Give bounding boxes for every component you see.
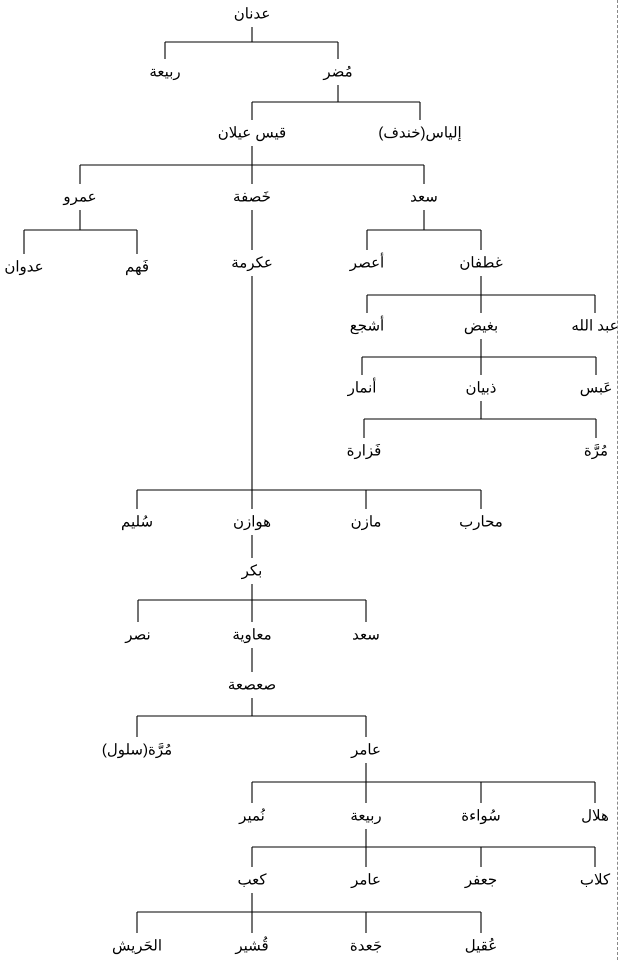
tree-node-jada: جَعدة [349,937,383,955]
tree-node-muharib: محارب [459,513,503,531]
tree-node-ilyas: إلياس(خندف) [378,124,462,142]
tree-node-rabia2: ربيعة [350,807,382,825]
tree-node-muawiya: معاوية [232,626,272,644]
tree-node-bakr: بكر [241,562,263,580]
tree-node-anmar: أنمار [347,379,377,397]
tree-node-dhubyan: ذبيان [465,379,497,397]
tree-node-ashja: أشجع [349,317,385,335]
tree-node-rabia1: ربيعة [149,63,181,81]
tree-node-mazin: مازن [350,513,382,531]
tree-node-amir2: عامر [351,871,381,889]
tree-node-mudar: مُضر [323,63,353,81]
tree-node-kilab: كلاب [579,871,611,889]
tree-node-khasafa: خَصفة [233,188,271,206]
tree-node-ikrima: عكرمة [231,254,273,272]
tree-node-abs: عَبس [579,379,613,397]
tree-node-hawazin: هوازن [232,513,272,531]
tree-node-sulaym: سُليم [120,513,154,531]
tree-node-baghid: بغيض [463,317,499,335]
tree-node-saad1: سعد [410,188,438,206]
tree-node-nasr: نصر [125,626,151,644]
tree-node-numayr: نُمير [239,807,265,825]
tree-node-sasaa: صعصعة [227,676,277,694]
tree-node-qushayr: قُشير [235,937,269,955]
tree-node-aasur: أعصر [349,254,385,272]
tree-node-hilal: هلال [581,807,609,825]
tree-node-amir1: عامر [351,741,381,759]
tree-node-ghatafan: غطفان [459,254,503,272]
tree-node-kab: كعب [237,871,267,889]
tree-node-adwan: عدوان [4,258,44,276]
tree-node-qays: قيس عيلان [217,124,287,142]
tree-node-abdallah: عبد الله [571,317,619,335]
tree-node-suwaa: سُواءة [461,807,501,825]
tree-node-adnan: عدنان [233,5,271,23]
tree-node-uqayl: عُقيل [464,937,498,955]
tree-node-fahm: فَهم [124,258,150,276]
tree-node-fazara: فَزارة [346,442,382,460]
tree-node-murra2: مُرَّة(سلول) [101,741,173,759]
tree-node-amr: عمرو [63,188,97,206]
page-edge-divider [617,0,618,960]
tree-node-saad2: سعد [352,626,380,644]
tree-node-jafar: جعفر [464,871,498,889]
tree-node-harish: الحَريش [112,937,162,955]
tree-node-murra1: مُرَّة [583,442,609,460]
